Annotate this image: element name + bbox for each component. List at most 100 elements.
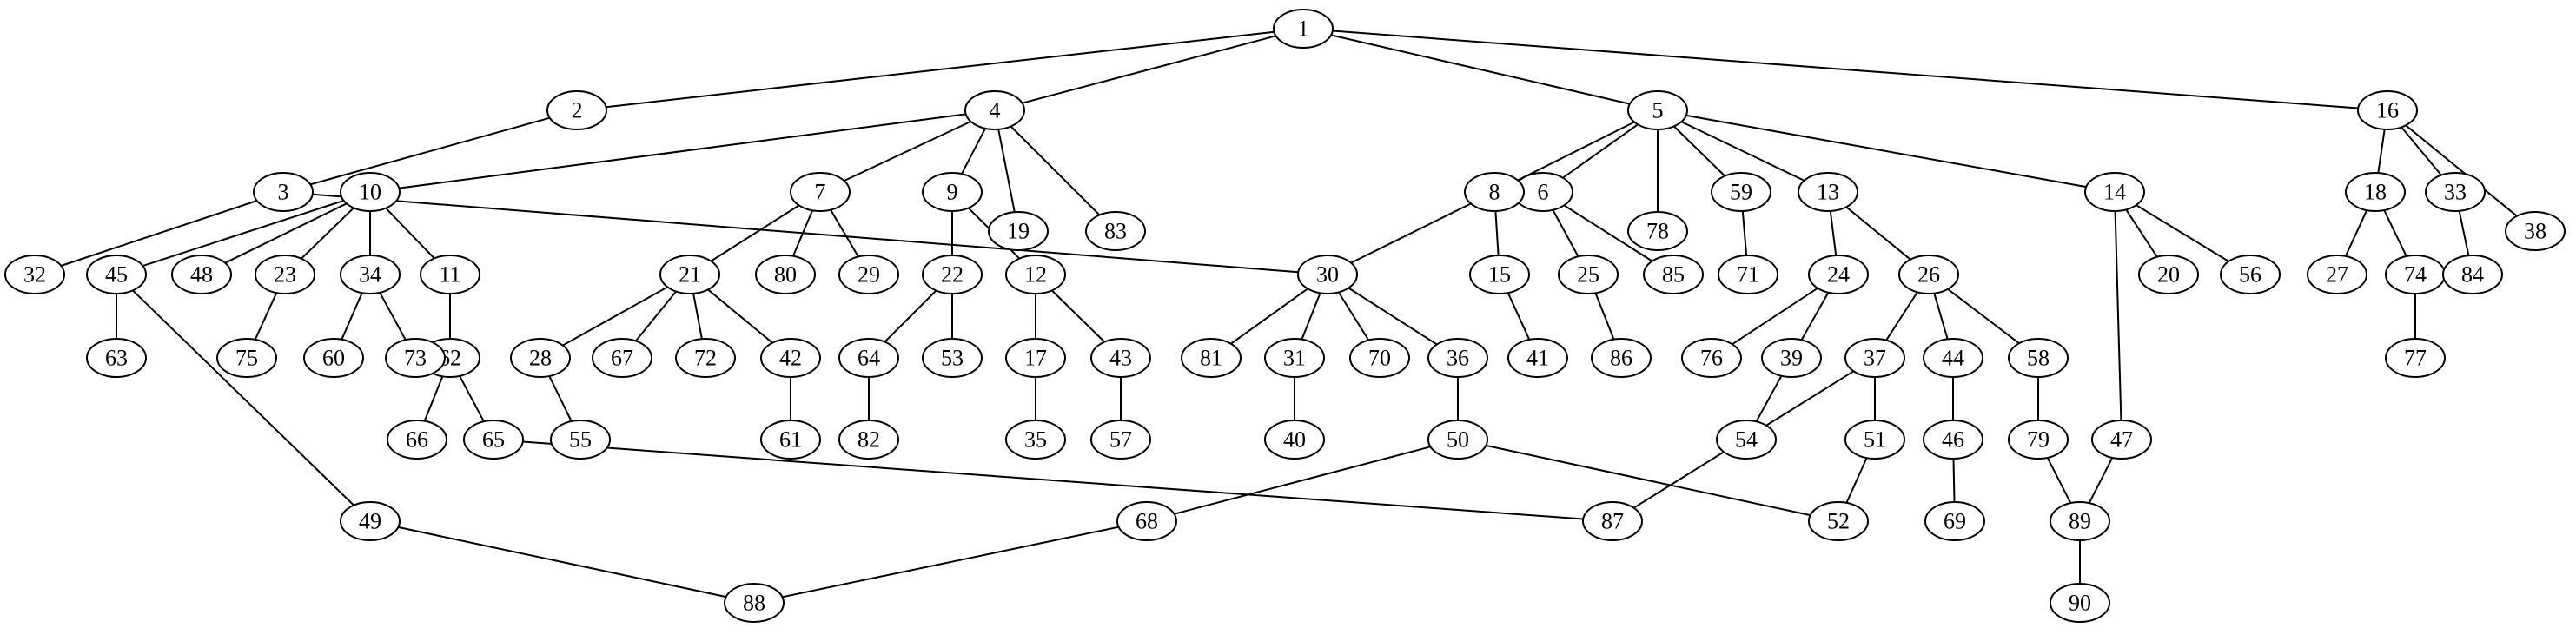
edge-28-55 <box>548 375 573 422</box>
node-ellipse <box>1844 420 1905 460</box>
node-ellipse <box>1716 420 1777 460</box>
edge-65-87 <box>522 440 1584 520</box>
node-label: 73 <box>404 346 427 371</box>
node-20: 20 <box>2138 255 2199 294</box>
node-ellipse <box>1090 420 1151 460</box>
node-label: 3 <box>278 180 289 205</box>
node-89: 89 <box>2050 501 2110 541</box>
node-87: 87 <box>1582 501 1643 541</box>
node-label: 48 <box>190 262 213 288</box>
node-label: 42 <box>779 346 802 371</box>
node-29: 29 <box>838 255 899 294</box>
node-ellipse <box>1923 420 1983 460</box>
node-label: 22 <box>941 262 964 288</box>
node-ellipse <box>1844 338 1905 378</box>
node-ellipse <box>922 255 983 294</box>
node-label: 50 <box>1447 427 1469 453</box>
node-label: 75 <box>235 346 258 371</box>
node-12: 12 <box>1005 255 1066 294</box>
edge-6-85 <box>1563 204 1653 262</box>
edge-15-41 <box>1507 292 1531 341</box>
node-ellipse <box>2008 338 2069 378</box>
node-label: 89 <box>2069 509 2091 534</box>
node-ellipse <box>1627 211 1688 251</box>
node-label: 41 <box>1526 346 1549 371</box>
node-ellipse <box>385 338 446 378</box>
edge-24-76 <box>1732 287 1818 346</box>
edge-1-16 <box>1332 30 2359 109</box>
node-ellipse <box>2385 338 2446 378</box>
edge-8-15 <box>1494 210 1500 256</box>
node-83: 83 <box>1085 211 1146 251</box>
node-ellipse <box>340 172 401 212</box>
node-label: 64 <box>858 346 880 371</box>
node-47: 47 <box>2091 420 2152 460</box>
node-label: 84 <box>2461 262 2484 288</box>
node-10: 10 <box>340 172 401 212</box>
node-label: 74 <box>2404 262 2427 288</box>
node-81: 81 <box>1181 338 1242 378</box>
node-ellipse <box>838 420 899 460</box>
node-ellipse <box>760 338 821 378</box>
node-ellipse <box>1558 255 1619 294</box>
edge-7-80 <box>791 209 814 257</box>
edge-1-5 <box>1330 34 1631 105</box>
edge-13-26 <box>1845 206 1911 261</box>
node-ellipse <box>253 172 314 212</box>
node-ellipse <box>592 338 652 378</box>
node-label: 29 <box>858 262 880 288</box>
node-label: 44 <box>1942 346 1964 371</box>
node-ellipse <box>546 90 607 130</box>
node-39: 39 <box>1761 338 1822 378</box>
node-label: 78 <box>1646 219 1669 244</box>
node-label: 19 <box>1007 219 1030 244</box>
node-label: 4 <box>990 98 1001 123</box>
node-ellipse <box>790 172 851 212</box>
node-label: 28 <box>529 346 552 371</box>
node-ellipse <box>1591 338 1652 378</box>
node-14: 14 <box>2084 172 2145 212</box>
node-38: 38 <box>2505 211 2566 251</box>
node-69: 69 <box>1924 501 1985 541</box>
edge-62-66 <box>423 375 444 422</box>
node-label: 53 <box>941 346 964 371</box>
node-label: 61 <box>779 427 802 453</box>
node-ellipse <box>1798 172 1858 212</box>
node-label: 30 <box>1316 262 1339 288</box>
node-ellipse <box>1718 255 1778 294</box>
node-ellipse <box>2357 90 2418 130</box>
node-36: 36 <box>1427 338 1488 378</box>
edge-30-70 <box>1337 291 1370 341</box>
node-label: 14 <box>2103 180 2126 205</box>
node-54: 54 <box>1716 420 1777 460</box>
node-ellipse <box>1507 338 1568 378</box>
node-ellipse <box>1711 172 1771 212</box>
node-64: 64 <box>838 338 899 378</box>
node-67: 67 <box>592 338 652 378</box>
node-40: 40 <box>1264 420 1325 460</box>
edges-layer <box>60 30 2518 599</box>
node-ellipse <box>988 211 1049 251</box>
edge-26-58 <box>1947 288 2020 344</box>
edge-30-31 <box>1301 292 1321 341</box>
node-label: 18 <box>2364 180 2387 205</box>
edge-46-69 <box>1952 458 1956 503</box>
edge-5-59 <box>1673 125 1725 177</box>
node-label: 36 <box>1447 346 1469 371</box>
node-label: 12 <box>1024 262 1047 288</box>
node-label: 37 <box>1864 346 1886 371</box>
node-ellipse <box>463 420 524 460</box>
node-ellipse <box>1427 338 1488 378</box>
node-label: 40 <box>1283 427 1306 453</box>
node-ellipse <box>510 338 571 378</box>
node-56: 56 <box>2220 255 2281 294</box>
node-43: 43 <box>1090 338 1151 378</box>
node-ellipse <box>2138 255 2199 294</box>
node-6: 6 <box>1513 172 1573 212</box>
node-ellipse <box>1090 338 1151 378</box>
node-58: 58 <box>2008 338 2069 378</box>
node-88: 88 <box>724 583 785 623</box>
node-ellipse <box>340 255 401 294</box>
edge-4-7 <box>844 120 971 182</box>
edge-10-23 <box>301 207 354 260</box>
